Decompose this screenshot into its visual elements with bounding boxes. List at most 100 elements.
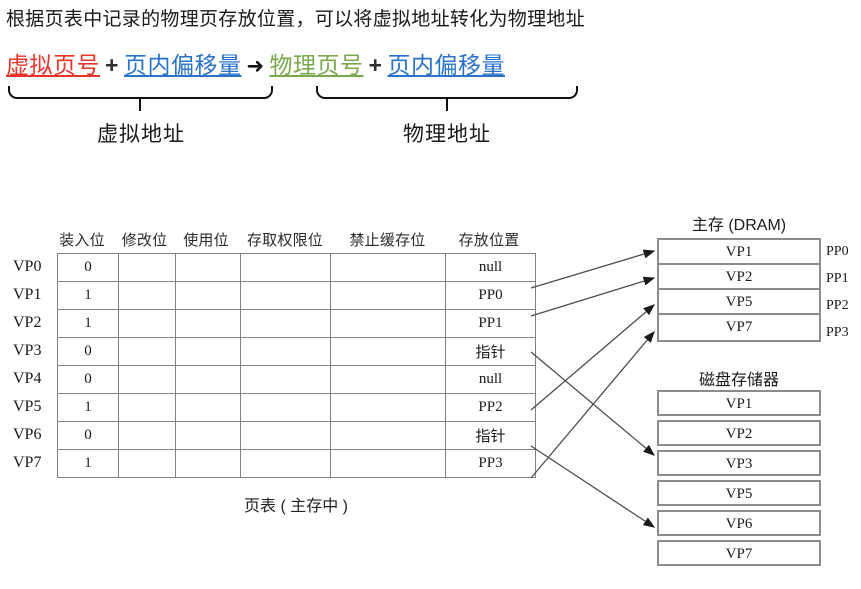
table-row: 1 PP2 [57,393,536,422]
table-row: 1 PP0 [57,281,536,310]
frame-label-pp0: PP0 [826,244,849,259]
cell-access [240,253,331,282]
cell-valid: 0 [57,253,119,282]
table-row: 0 null [57,253,536,282]
table-row: 0 指针 [57,337,536,366]
cell-used [175,337,241,366]
cell-location: PP2 [445,393,536,422]
cell-location: PP0 [445,281,536,310]
row-label-vp3: VP3 [13,342,42,359]
page-table: 0 null 1 PP0 1 [57,253,536,478]
frame-label-pp1: PP1 [826,271,849,286]
page-table-row-labels: VP0 VP1 VP2 VP3 VP4 VP5 VP6 VP7 [13,253,55,477]
cell-nocache [330,337,446,366]
disk-page-5: VP7 [657,540,821,566]
physical-page-number-token: 物理页号 [269,52,364,78]
page-title: 根据页表中记录的物理页存放位置，可以将虚拟地址转化为物理地址 [6,9,586,30]
column-header-used: 使用位 [183,232,229,249]
column-header-access: 存取权限位 [246,232,323,249]
cell-nocache [330,253,446,282]
cell-location: null [445,253,536,282]
cell-access [240,337,331,366]
plus-sign-1: + [105,52,119,78]
column-header-modified: 修改位 [121,232,168,249]
table-row: 1 PP3 [57,449,536,478]
cell-valid: 1 [57,449,119,478]
cell-location: 指针 [445,421,536,450]
cell-access [240,421,331,450]
page-table-caption: 页表 ( 主存中 ) [244,498,348,515]
main-memory-frame-3: VP7 [725,319,753,335]
disk-page-1: VP2 [657,420,821,446]
main-memory-frame-1: VP2 [659,265,819,290]
cell-nocache [330,309,446,338]
cell-modified [118,281,176,310]
row-label-vp1: VP1 [13,286,42,303]
cell-access [240,281,331,310]
column-header-valid: 装入位 [59,232,105,249]
row-label-vp5: VP5 [13,398,42,415]
physical-address-label: 物理地址 [403,123,491,146]
disk-page-0: VP1 [657,390,821,416]
table-row: 1 PP1 [57,309,536,338]
cell-modified [118,309,176,338]
cell-access [240,309,331,338]
right-arrow-icon: ➜ [246,55,265,78]
cell-nocache [330,393,446,422]
virtual-address-brace-stem [139,98,142,111]
cell-modified [118,449,176,478]
cell-used [175,253,241,282]
disk-storage-box: VP1 VP2 VP3 VP5 VP6 VP7 [657,390,821,570]
cell-modified [118,421,176,450]
cell-used [175,421,241,450]
cell-used [175,449,241,478]
page-table-column-headers: 装入位修改位使用位存取权限位 禁止缓存位 存放位置 [48,229,534,250]
row-label-vp6: VP6 [13,426,42,443]
cell-valid: 0 [57,421,119,450]
cell-modified [118,337,176,366]
cell-modified [118,253,176,282]
arrow-vp5-to-pp2 [530,304,655,411]
arrow-vp7-to-pp3 [530,331,655,479]
disk-page-2: VP3 [657,450,821,476]
virtual-page-number-token: 虚拟页号 [6,52,100,78]
cell-valid: 1 [57,309,119,338]
cell-used [175,393,241,422]
cell-valid: 1 [57,281,119,310]
cell-valid: 0 [57,365,119,394]
cell-location: PP3 [445,449,536,478]
cell-nocache [330,281,446,310]
cell-access [240,393,331,422]
virtual-address-label: 虚拟地址 [97,123,185,146]
arrow-vp6-to-disk-vp6 [530,445,656,528]
main-memory-frame-2: VP5 [659,290,819,315]
main-memory-title: 主存 (DRAM) [691,217,787,234]
cell-access [240,449,331,478]
column-header-location: 存放位置 [458,232,520,249]
disk-page-4: VP6 [657,510,821,536]
cell-nocache [330,421,446,450]
arrow-vp1-to-pp0 [530,249,656,289]
address-translation-formula: 虚拟页号+页内偏移量➜物理页号+页内偏移量 [6,46,505,80]
cell-nocache [330,449,446,478]
disk-page-3: VP5 [657,480,821,506]
main-memory-box: VP1 VP2 VP5 VP7 [657,238,821,342]
disk-storage-title: 磁盘存储器 [698,372,779,389]
cell-nocache [330,365,446,394]
cell-modified [118,365,176,394]
row-label-vp0: VP0 [13,258,42,275]
cell-modified [118,393,176,422]
plus-sign-2: + [368,52,383,78]
cell-valid: 1 [57,393,119,422]
frame-label-pp2: PP2 [826,298,849,313]
column-header-nocache: 禁止缓存位 [349,232,426,249]
row-label-vp7: VP7 [13,454,42,471]
page-offset-token-left: 页内偏移量 [123,52,242,78]
table-row: 0 null [57,365,536,394]
physical-address-brace-stem [446,98,449,111]
frame-label-pp3: PP3 [826,325,849,340]
arrow-vp3-to-disk-vp3 [530,351,655,456]
page-offset-token-right: 页内偏移量 [387,52,505,78]
arrow-vp2-to-pp1 [530,276,656,317]
